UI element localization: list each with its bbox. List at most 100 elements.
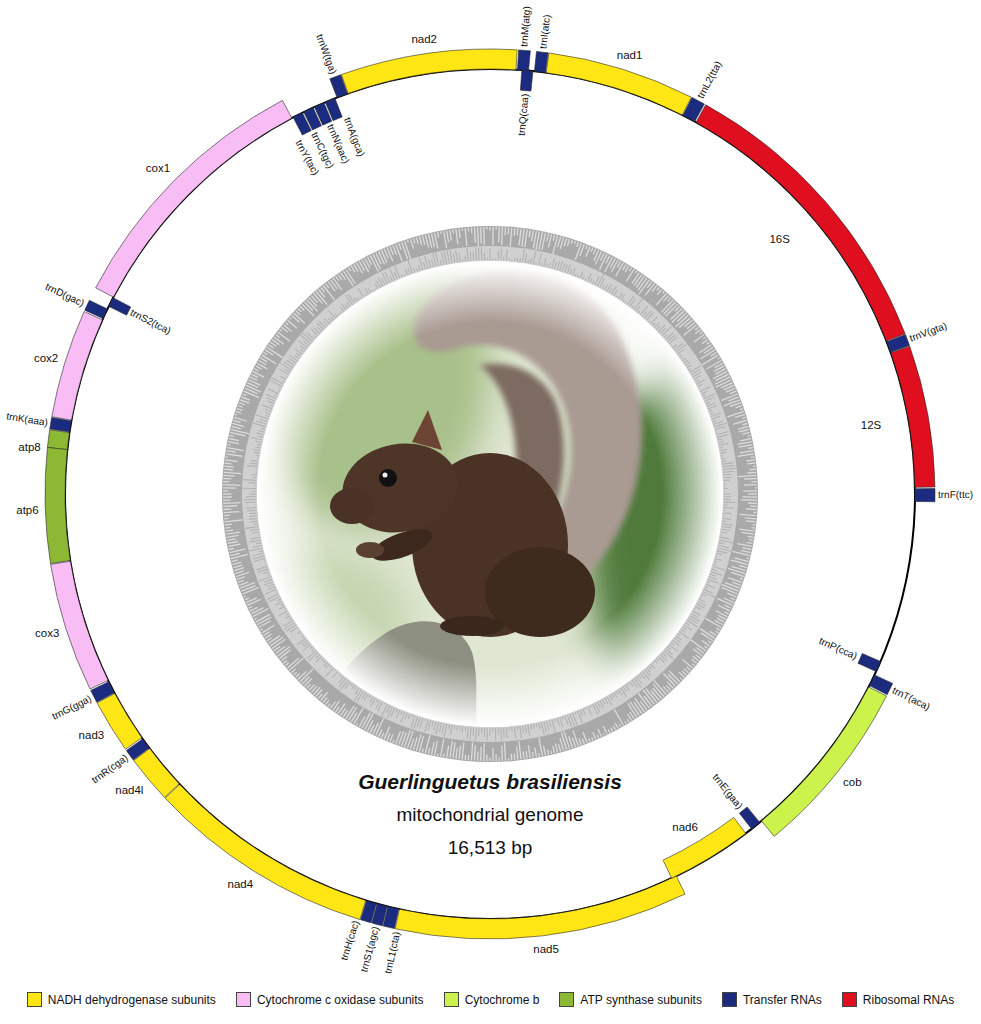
skew-tick xyxy=(609,288,612,293)
gc-tick xyxy=(370,725,374,732)
skew-tick xyxy=(549,263,550,268)
gc-tick xyxy=(468,755,470,760)
skew-tick xyxy=(256,441,262,442)
skew-tick xyxy=(565,716,568,726)
skew-tick xyxy=(462,726,464,732)
skew-tick xyxy=(254,559,265,562)
gc-tick xyxy=(632,273,639,284)
skew-tick xyxy=(710,574,716,576)
gc-tick xyxy=(539,738,543,756)
skew-tick xyxy=(724,499,730,500)
gene-label: atp6 xyxy=(16,504,38,517)
skew-tick xyxy=(467,248,468,261)
skew-tick xyxy=(434,722,436,730)
gc-tick xyxy=(425,735,430,753)
gc-tick xyxy=(238,406,243,408)
gc-tick xyxy=(246,385,261,392)
skew-tick xyxy=(498,252,499,261)
photo-fade xyxy=(257,261,723,727)
legend-item: Transfer RNAs xyxy=(722,992,822,1007)
gc-tick xyxy=(440,232,442,234)
skew-tick xyxy=(286,376,287,378)
gene-label: nad5 xyxy=(533,943,559,956)
gc-tick xyxy=(501,746,503,761)
gc-tick xyxy=(242,394,246,395)
skew-tick xyxy=(248,482,256,483)
gc-tick xyxy=(755,487,757,488)
gc-tick xyxy=(224,512,239,513)
skew-tick xyxy=(331,317,333,320)
skew-tick xyxy=(694,376,701,380)
skew-tick xyxy=(258,430,264,432)
skew-tick xyxy=(508,258,509,261)
skew-tick xyxy=(340,680,348,690)
gc-tick xyxy=(323,698,327,703)
gc-tick xyxy=(741,550,751,552)
gc-tick xyxy=(359,716,365,726)
gene-label: nad2 xyxy=(411,33,437,46)
gc-tick xyxy=(239,582,248,585)
skew-tick xyxy=(405,713,407,719)
skew-tick xyxy=(252,532,260,533)
gc-tick xyxy=(722,585,739,592)
gc-tick xyxy=(402,242,408,259)
trna-arc xyxy=(517,50,530,71)
skew-tick xyxy=(691,369,700,375)
skew-tick xyxy=(724,502,736,503)
skew-tick xyxy=(724,491,725,492)
trna-label: trnG(gga) xyxy=(50,692,93,722)
skew-tick xyxy=(630,682,633,687)
gc-tick xyxy=(259,621,271,628)
skew-tick xyxy=(560,717,563,727)
legend-item: Ribosomal RNAs xyxy=(842,992,954,1007)
legend-text: NADH dehydrogenase subunits xyxy=(48,993,216,1007)
gc-tick xyxy=(396,244,402,261)
skew-tick xyxy=(284,623,294,630)
skew-tick xyxy=(718,441,724,442)
gc-tick xyxy=(390,734,393,741)
skew-tick xyxy=(549,720,551,727)
skew-tick xyxy=(541,263,543,265)
skew-tick xyxy=(577,275,579,277)
skew-tick xyxy=(394,265,399,278)
gene-label: 16S xyxy=(769,233,789,246)
skew-tick xyxy=(702,391,708,394)
skew-tick xyxy=(616,691,618,694)
skew-tick xyxy=(247,510,257,512)
skew-tick xyxy=(316,655,320,659)
gc-tick xyxy=(296,674,300,678)
skew-tick xyxy=(724,507,734,509)
trna-label: trnE(gaa) xyxy=(710,771,745,811)
gc-tick xyxy=(471,742,472,760)
skew-tick xyxy=(669,644,677,651)
gc-tick xyxy=(231,429,249,434)
gc-tick xyxy=(528,745,530,758)
skew-tick xyxy=(444,251,447,264)
skew-tick xyxy=(585,708,587,709)
skew-tick xyxy=(720,537,730,539)
gc-tick xyxy=(731,572,744,576)
skew-tick xyxy=(597,702,600,708)
gc-tick xyxy=(745,518,756,519)
skew-tick xyxy=(634,678,641,687)
gene-arc xyxy=(395,876,685,939)
skew-tick xyxy=(498,728,499,735)
gc-tick xyxy=(357,263,363,274)
trna-arc xyxy=(109,298,131,315)
gc-tick xyxy=(453,742,455,758)
gc-tick xyxy=(338,704,345,714)
skew-tick xyxy=(719,447,722,449)
gc-tick xyxy=(486,227,487,229)
skew-tick xyxy=(396,709,398,713)
gc-tick xyxy=(668,298,671,301)
skew-tick xyxy=(664,335,667,338)
skew-tick xyxy=(268,389,279,394)
genome-backbone xyxy=(65,69,915,919)
skew-tick xyxy=(319,321,326,328)
gc-tick xyxy=(744,478,757,480)
gc-tick xyxy=(223,478,231,480)
gc-tick xyxy=(459,229,460,238)
gc-tick xyxy=(468,228,470,231)
gc-tick xyxy=(444,231,447,248)
gc-tick xyxy=(465,755,467,760)
